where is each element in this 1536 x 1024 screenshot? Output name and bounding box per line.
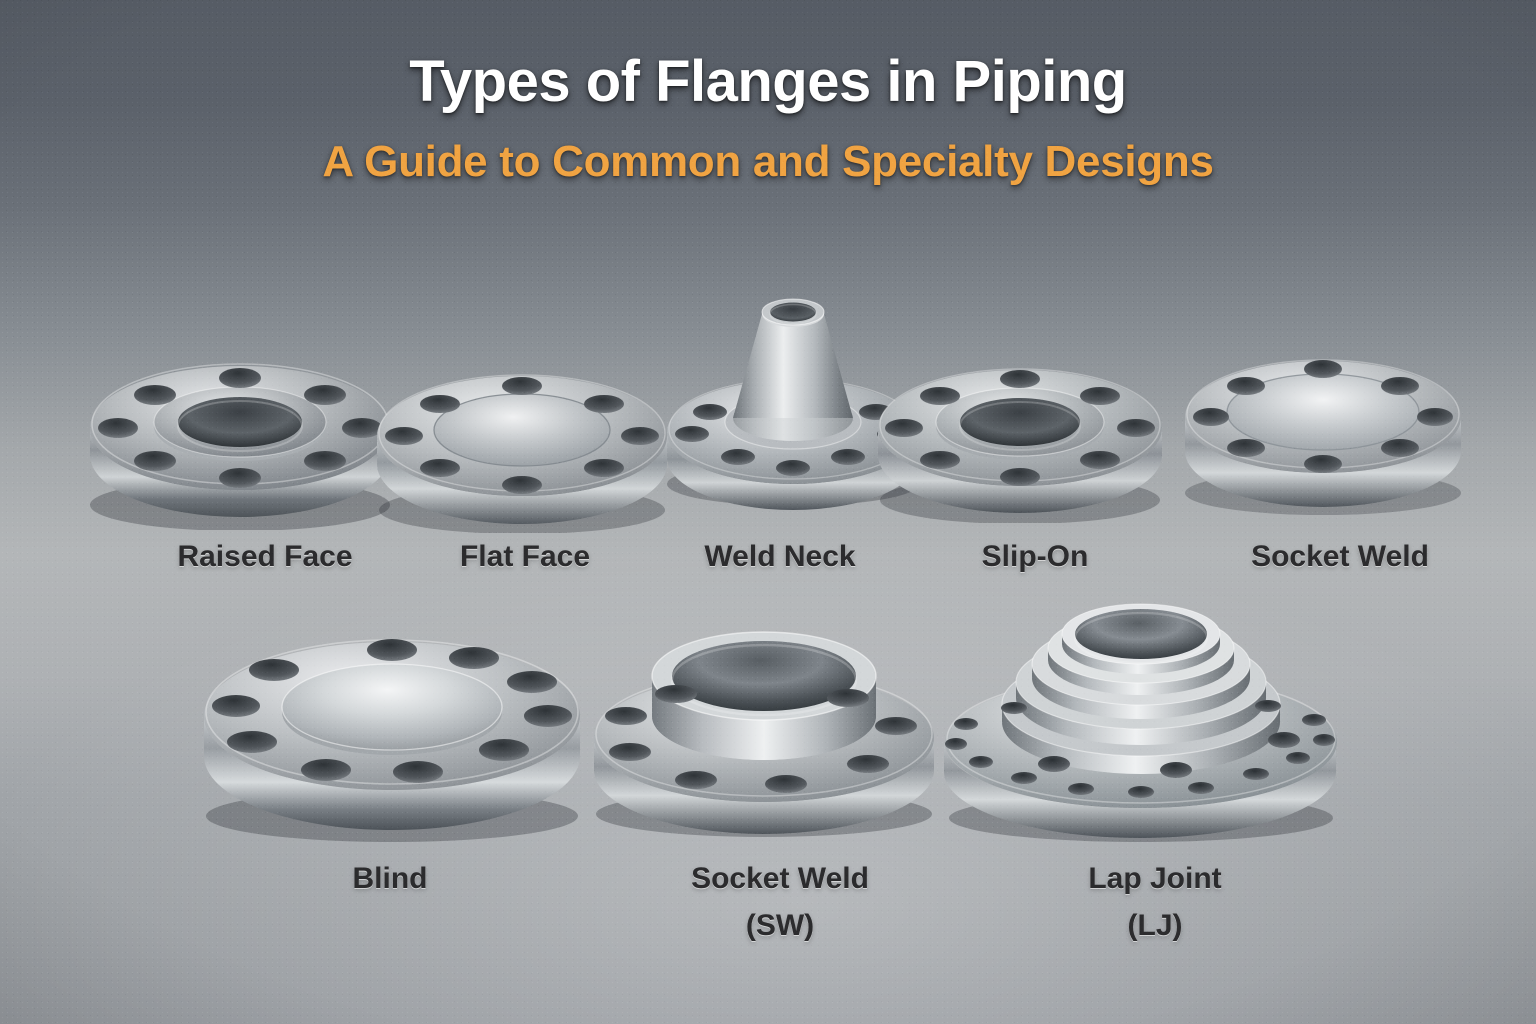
label-text: Raised Face (177, 540, 353, 573)
label-flat-face: Flat Face (400, 534, 650, 581)
flange-image-slip-on (872, 308, 1168, 523)
label-lap-joint: Lap Joint (LJ) (1035, 856, 1275, 949)
label-text: Lap Joint (1088, 862, 1222, 895)
page-subtitle: A Guide to Common and Specialty Designs (322, 136, 1214, 186)
label-subtext: (SW) (745, 908, 815, 942)
label-blind: Blind (270, 856, 510, 903)
flange-image-blind (196, 588, 588, 843)
page-title: Types of Flanges in Piping (409, 49, 1127, 114)
label-subtext: (LJ) (1127, 908, 1183, 942)
label-text: Flat Face (459, 540, 591, 573)
flange-image-flat-face (372, 318, 672, 533)
label-text: Blind (352, 862, 428, 895)
label-text: Socket Weld (691, 862, 869, 895)
label-text: Slip-On (981, 540, 1089, 573)
label-raised-face: Raised Face (130, 534, 400, 581)
label-weld-neck: Weld Neck (655, 534, 905, 581)
label-socket-weld-2: Socket Weld (SW) (660, 856, 900, 949)
header-block: Types of Flanges in Piping A Guide to Co… (0, 49, 1536, 186)
label-slip-on: Slip-On (910, 534, 1160, 581)
flange-image-socket-weld-1 (1178, 305, 1468, 517)
label-text: Socket Weld (1251, 540, 1429, 573)
label-socket-weld-1: Socket Weld (1210, 534, 1470, 581)
flange-image-raised-face (82, 300, 392, 530)
flange-image-weld-neck (662, 272, 924, 522)
flange-image-lap-joint (936, 592, 1346, 842)
label-text: Weld Neck (704, 540, 856, 573)
flange-image-socket-weld-2 (586, 598, 942, 838)
